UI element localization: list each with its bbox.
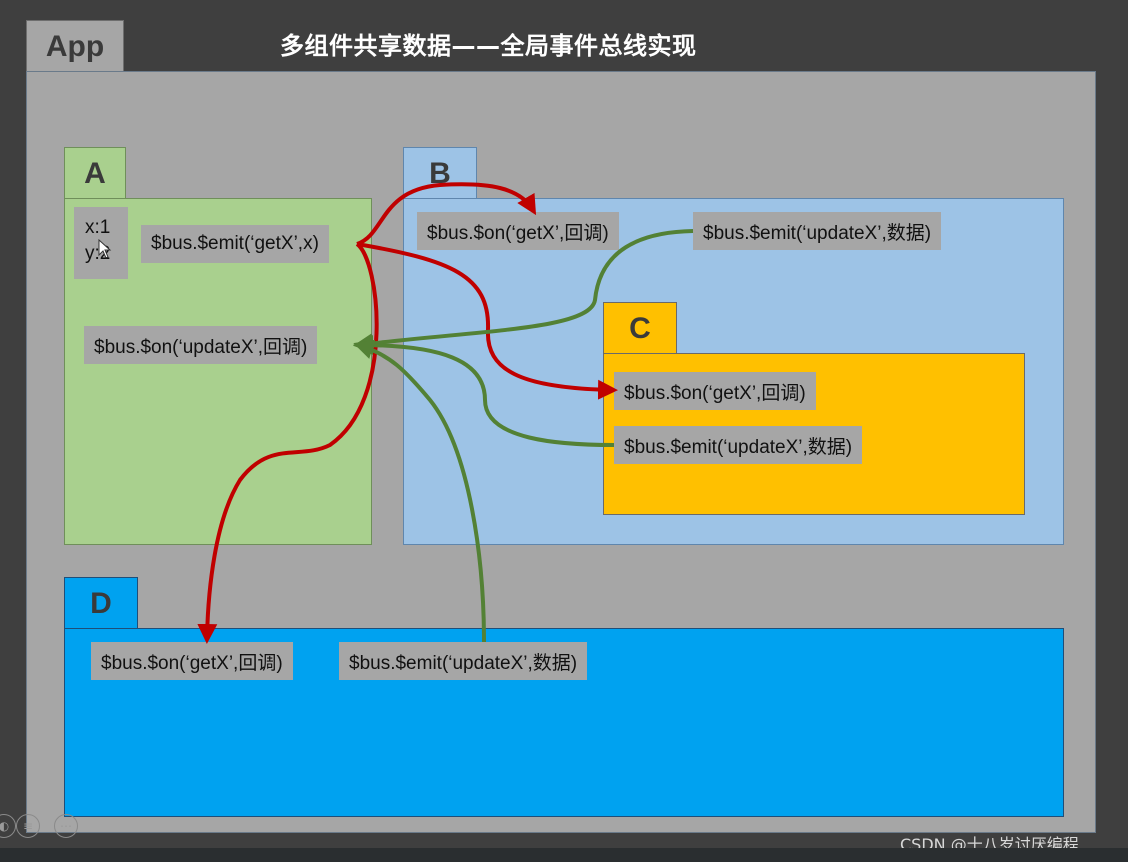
component-c-label: C (629, 311, 651, 345)
component-a-label: A (84, 156, 106, 190)
b-on-getx: $bus.$on(‘getX’,回调) (417, 212, 619, 250)
d-emit-updatex: $bus.$emit(‘updateX’,数据) (339, 642, 588, 680)
b-emit-updatex: $bus.$emit(‘updateX’,数据) (693, 212, 942, 250)
cursor-icon (98, 238, 112, 263)
d-on-getx: $bus.$on(‘getX’,回调) (91, 642, 293, 680)
a-emit-getx: $bus.$emit(‘getX’,x) (141, 225, 329, 263)
data-x-value: x:1 (85, 217, 111, 238)
component-b-label: B (429, 156, 451, 190)
slide-title: 多组件共享数据——全局事件总线实现 (280, 32, 697, 60)
component-d-label: D (90, 586, 112, 620)
bottom-strip (0, 848, 1128, 862)
app-tab-label: App (45, 29, 105, 63)
a-on-updatex: $bus.$on(‘updateX’,回调) (84, 326, 318, 364)
component-b-tab: B (403, 147, 477, 199)
component-c-tab: C (603, 302, 677, 354)
more-icon[interactable]: ⋯ (54, 814, 78, 838)
presenter-icon[interactable]: ◐ (0, 814, 16, 838)
c-emit-updatex: $bus.$emit(‘updateX’,数据) (614, 426, 863, 464)
notes-icon[interactable]: ≡ (16, 814, 40, 838)
app-tab: App (26, 20, 124, 72)
c-on-getx: $bus.$on(‘getX’,回调) (614, 372, 816, 410)
component-d-tab: D (64, 577, 138, 629)
component-a-tab: A (64, 147, 126, 199)
